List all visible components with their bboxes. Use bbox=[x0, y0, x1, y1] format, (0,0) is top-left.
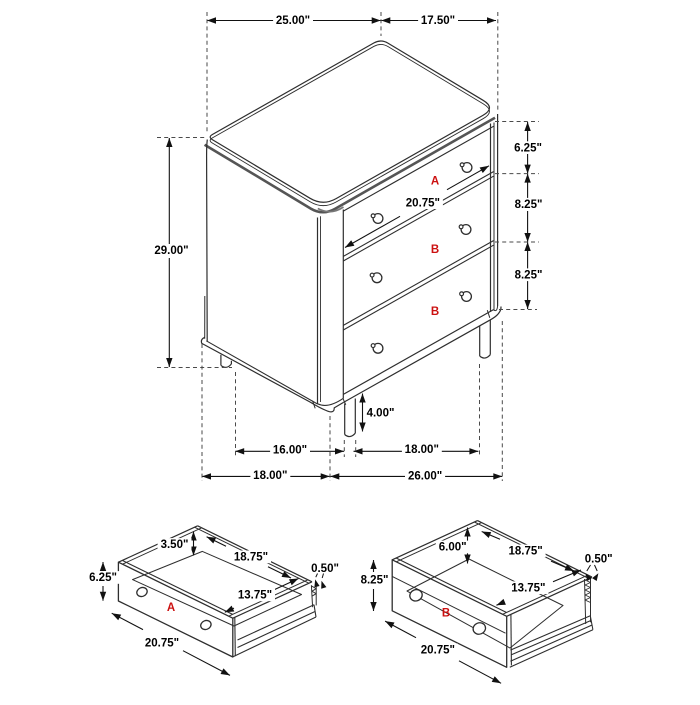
svg-text:17.50": 17.50" bbox=[421, 15, 455, 27]
svg-text:3.50": 3.50" bbox=[161, 539, 189, 551]
svg-text:B: B bbox=[431, 244, 439, 256]
svg-text:6.00": 6.00" bbox=[439, 542, 467, 554]
svg-text:6.25": 6.25" bbox=[89, 572, 117, 584]
svg-text:20.75": 20.75" bbox=[421, 645, 455, 657]
svg-text:13.75": 13.75" bbox=[511, 583, 545, 595]
svg-text:29.00": 29.00" bbox=[154, 245, 188, 257]
svg-text:6.25": 6.25" bbox=[514, 142, 542, 154]
svg-text:18.75": 18.75" bbox=[234, 552, 268, 564]
svg-text:0.50": 0.50" bbox=[585, 554, 613, 566]
svg-text:20.75": 20.75" bbox=[406, 197, 440, 209]
svg-text:4.00": 4.00" bbox=[367, 407, 395, 419]
svg-text:26.00": 26.00" bbox=[408, 470, 442, 482]
svg-text:A: A bbox=[167, 602, 175, 614]
svg-text:8.25": 8.25" bbox=[361, 575, 389, 587]
svg-text:18.00": 18.00" bbox=[253, 470, 287, 482]
svg-text:18.75": 18.75" bbox=[508, 546, 542, 558]
svg-text:B: B bbox=[431, 306, 439, 318]
svg-text:13.75": 13.75" bbox=[238, 590, 272, 602]
svg-text:B: B bbox=[442, 607, 450, 619]
svg-text:16.00": 16.00" bbox=[273, 444, 307, 456]
svg-text:20.75": 20.75" bbox=[145, 638, 179, 650]
svg-text:8.25": 8.25" bbox=[515, 199, 543, 211]
svg-text:0.50": 0.50" bbox=[311, 563, 339, 575]
svg-text:18.00": 18.00" bbox=[405, 444, 439, 456]
svg-text:25.00": 25.00" bbox=[276, 15, 310, 27]
svg-text:8.25": 8.25" bbox=[515, 270, 543, 282]
svg-text:A: A bbox=[431, 176, 439, 188]
